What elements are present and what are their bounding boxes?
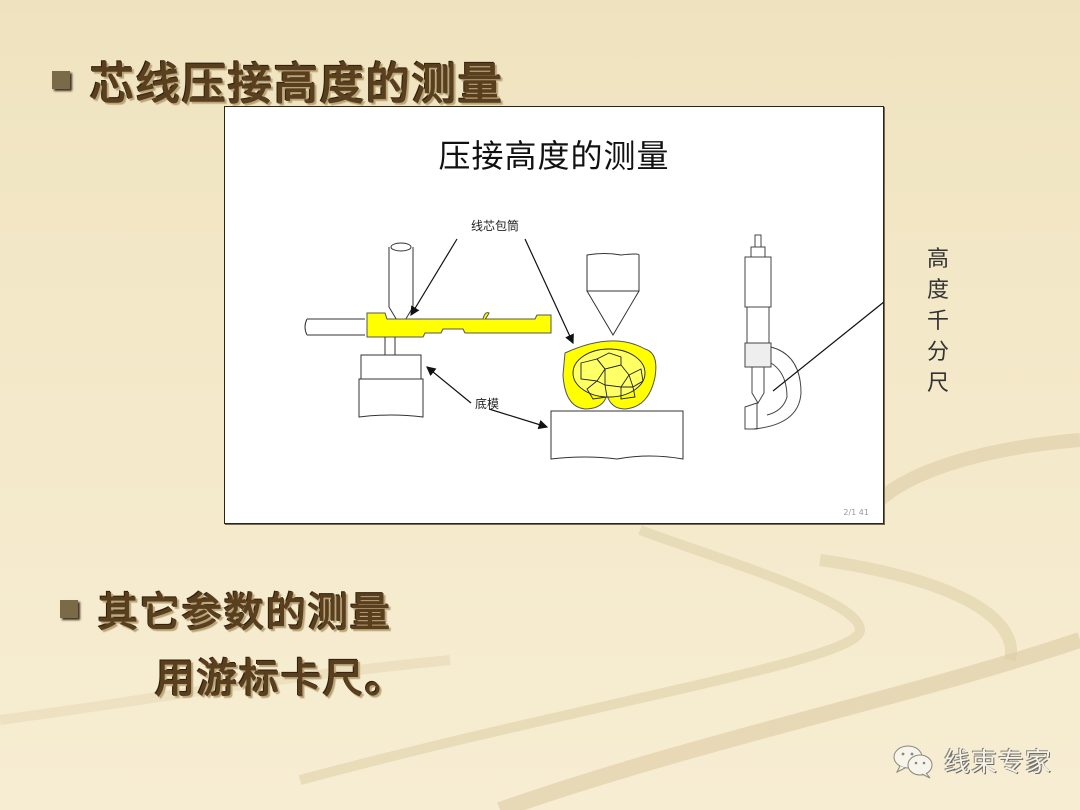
heading-text: 其它参数的测量 [98,589,392,636]
figure-page-number: 2/1 41 [843,508,869,517]
side-view-crimp [304,242,552,418]
figure-title: 压接高度的测量 [438,137,670,175]
micrometer-drawing [744,234,802,430]
bullet-square-icon [60,600,78,618]
micrometer-label-char: 千 [926,309,949,334]
label-anvil: 底模 [475,397,500,411]
cross-section-crimp [550,253,684,460]
micrometer-label-char: 分 [926,340,949,365]
micrometer-label-char: 度 [926,278,949,303]
watermark: 线束专家 [892,742,1052,779]
slide-heading-other-params: 其它参数的测量 [60,580,392,638]
slide-heading-crimp-height: 芯线压接高度的测量 [52,48,504,112]
heading-text: 芯线压接高度的测量 [90,59,504,110]
wechat-icon [893,745,933,778]
bullet-square-icon [52,71,70,89]
crimp-diagram [304,234,883,460]
micrometer-label-char: 高 [926,247,949,272]
slide-subtext-caliper: 用游标卡尺。 [155,655,407,702]
watermark-text: 线束专家 [944,748,1053,778]
micrometer-label-char: 尺 [926,371,949,396]
label-wire-barrel: 线芯包筒 [471,219,520,233]
micrometer-label: 高 度 千 分 尺 [924,244,952,399]
crimp-height-figure: 压接高度的测量 [224,106,884,524]
